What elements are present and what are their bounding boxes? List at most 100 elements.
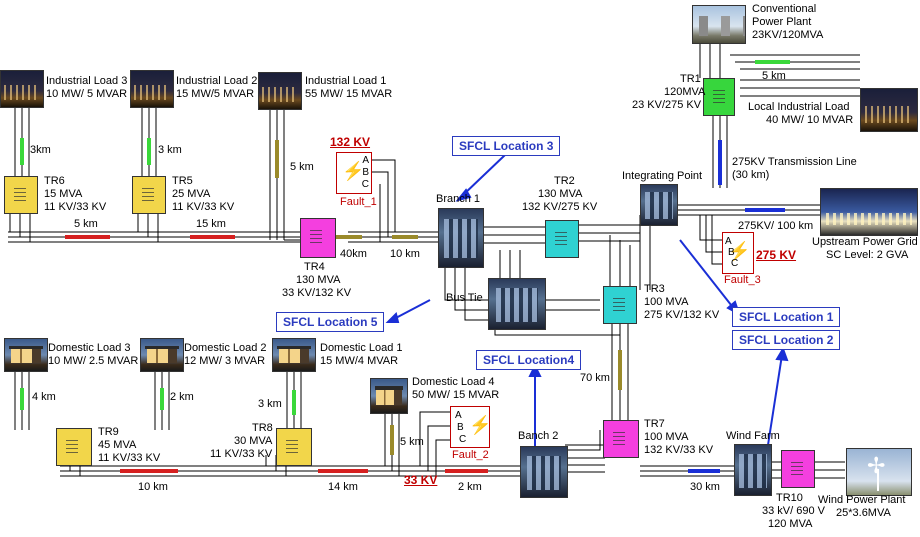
phase-a: A — [362, 155, 369, 166]
tl275-label-1: 275KV Transmission Line — [732, 156, 857, 168]
dom2-label-1: Domestic Load 2 — [184, 342, 267, 354]
banch-2-image — [520, 446, 568, 498]
transformer-tr7[interactable] — [603, 420, 639, 458]
lightning-icon: ⚡ — [728, 241, 751, 261]
transformer-tr10[interactable] — [781, 450, 815, 488]
ind1-label-2: 55 MW/ 15 MVAR — [305, 88, 393, 100]
fault-3-voltage: 275 KV — [756, 248, 797, 262]
transformer-tr6[interactable] — [4, 176, 38, 214]
plant-label-2: Power Plant — [752, 16, 812, 28]
line-10km-bottom: 10 km — [138, 481, 168, 493]
transformer-tr5[interactable] — [132, 176, 166, 214]
domestic-load-4-image — [370, 378, 408, 414]
branch-1-label: Branch 1 — [436, 193, 481, 205]
tr5-name: TR5 — [172, 175, 193, 187]
tr2-rating: 130 MVA — [538, 188, 583, 200]
fault-1-name: Fault_1 — [340, 196, 377, 208]
tr2-name: TR2 — [554, 175, 575, 187]
tr10-rating: 120 MVA — [768, 518, 813, 530]
wind-plant-label-2: 25*3.6MVA — [836, 507, 891, 519]
fault-2-voltage: 33 KV — [404, 473, 438, 487]
ind2-label-1: Industrial Load 2 — [176, 75, 258, 87]
tr1-voltage: 23 KV/275 KV — [632, 99, 702, 111]
ind2-distance: 3 km — [158, 144, 182, 156]
dom1-label-1: Domestic Load 1 — [320, 342, 403, 354]
phase-b: B — [362, 167, 369, 178]
fault-3-name: Fault_3 — [724, 274, 761, 286]
wind-power-plant-image — [846, 448, 912, 496]
tr4-voltage: 33 KV/132 KV — [282, 287, 352, 299]
line-40km: 40km — [340, 248, 367, 260]
fault-1-voltage: 132 KV — [330, 135, 371, 149]
tr4-name: TR4 — [304, 261, 325, 273]
tr9-name: TR9 — [98, 426, 119, 438]
tr10-voltage: 33 kV/ 690 V — [762, 505, 825, 517]
industrial-load-2-image — [130, 70, 174, 108]
domestic-load-1-image — [272, 338, 316, 372]
domestic-load-2-image — [140, 338, 184, 372]
wind-farm-label: Wind Farm — [726, 430, 780, 442]
phase-b: B — [457, 422, 464, 433]
tr8-rating: 30 MVA — [234, 435, 273, 447]
tr2-voltage: 132 KV/275 KV — [522, 201, 598, 213]
local-load-label-2: 40 MW/ 10 MVAR — [766, 114, 854, 126]
ind1-label-1: Industrial Load 1 — [305, 75, 387, 87]
sfcl-location-1[interactable]: SFCL Location 1 — [732, 307, 841, 327]
fault-1-box[interactable]: ⚡ A B C — [336, 152, 372, 194]
tr7-rating: 100 MVA — [644, 431, 689, 443]
fault-3-box[interactable]: ⚡ A B C — [722, 232, 754, 274]
line-5km-left: 5 km — [74, 218, 98, 230]
bus-tie-image — [488, 278, 546, 330]
dom3-distance: 4 km — [32, 391, 56, 403]
upstream-label-2: SC Level: 2 GVA — [826, 249, 909, 261]
sfcl-location-4[interactable]: SFCL Location4 — [476, 350, 582, 370]
tr5-voltage: 11 KV/33 KV — [172, 201, 235, 213]
phase-c: C — [361, 179, 369, 190]
transformer-tr3[interactable] — [603, 286, 637, 324]
line-14km: 14 km — [328, 481, 358, 493]
tr8-name: TR8 — [252, 422, 273, 434]
transformer-tr1[interactable] — [703, 78, 735, 116]
industrial-load-1-image — [258, 72, 302, 110]
ind3-distance: 3km — [30, 144, 51, 156]
tr3-voltage: 275 KV/132 KV — [644, 309, 720, 321]
tr9-rating: 45 MVA — [98, 439, 137, 451]
sfcl-location-3[interactable]: SFCL Location 3 — [452, 136, 561, 156]
sfcl-location-5[interactable]: SFCL Location 5 — [276, 312, 385, 332]
phase-a: A — [725, 236, 732, 247]
tr1-name: TR1 — [680, 73, 701, 85]
dom2-label-2: 12 MW/ 3 MVAR — [184, 355, 266, 367]
transformer-tr9[interactable] — [56, 428, 92, 466]
line-15km: 15 km — [196, 218, 226, 230]
phase-c: C — [459, 434, 467, 445]
integrating-point-label: Integrating Point — [622, 170, 703, 182]
upstream-label-1: Upstream Power Grid — [812, 236, 918, 248]
transformer-tr2[interactable] — [545, 220, 579, 258]
dom4-label-2: 50 MW/ 15 MVAR — [412, 389, 500, 401]
tr7-voltage: 132 KV/33 KV — [644, 444, 714, 456]
sfcl-location-2[interactable]: SFCL Location 2 — [732, 330, 841, 350]
phase-c: C — [731, 258, 739, 269]
line-70km: 70 km — [580, 372, 610, 384]
line-30km: 30 km — [690, 481, 720, 493]
fault-2-name: Fault_2 — [452, 449, 489, 461]
dom2-distance: 2 km — [170, 391, 194, 403]
lightning-icon: ⚡ — [469, 415, 492, 435]
tr3-rating: 100 MVA — [644, 296, 689, 308]
ind3-label-2: 10 MW/ 5 MVAR — [46, 88, 128, 100]
transformer-tr8[interactable] — [276, 428, 312, 466]
tr3-name: TR3 — [644, 283, 665, 295]
banch-2-label: Banch 2 — [518, 430, 559, 442]
bus-tie-label: Bus Tie — [446, 292, 483, 304]
tr7-name: TR7 — [644, 418, 665, 430]
tr1-rating: 120MVA — [664, 86, 706, 98]
tr8-voltage: 11 KV/33 KV — [210, 448, 273, 460]
tr6-rating: 15 MVA — [44, 188, 83, 200]
ind3-label-1: Industrial Load 3 — [46, 75, 128, 87]
conventional-power-plant-image — [692, 5, 746, 44]
transformer-tr4[interactable] — [300, 218, 336, 258]
fault-2-box[interactable]: ⚡ A B C — [450, 406, 492, 448]
line-10km: 10 km — [390, 248, 420, 260]
integrating-point-image — [640, 184, 678, 226]
